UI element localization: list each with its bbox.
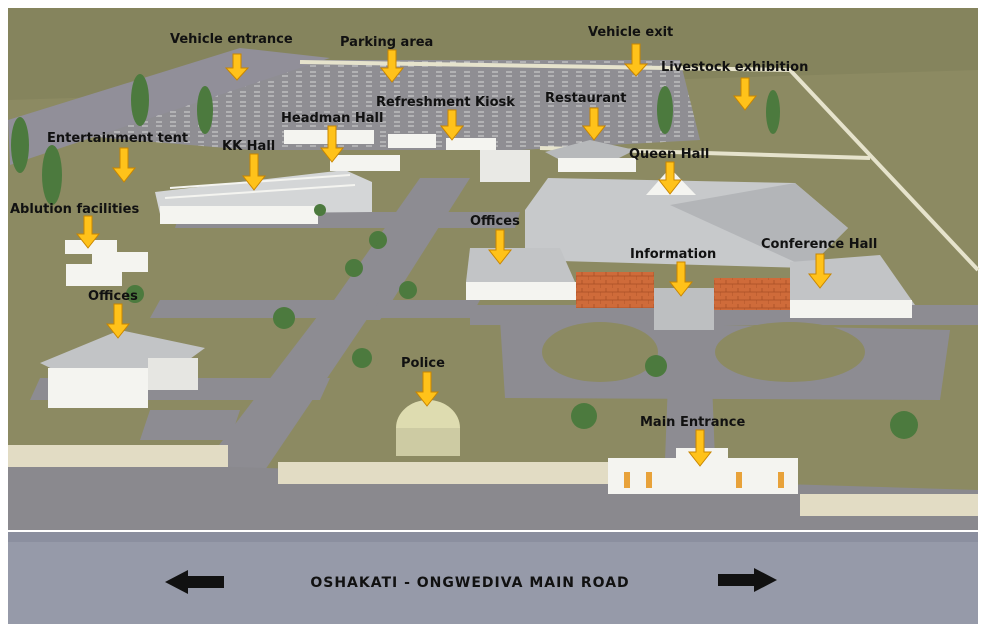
vehicle-entrance-road [8, 48, 330, 165]
main-road-shade [8, 532, 978, 542]
ablution-block-1 [65, 240, 117, 254]
marker-refreshment-kiosk [439, 109, 465, 141]
label-refreshment-kiosk: Refreshment Kiosk [376, 95, 515, 110]
main-entrance-door-4 [778, 472, 784, 488]
label-vehicle-entrance: Vehicle entrance [170, 32, 293, 47]
marker-livestock-exhibition [732, 77, 758, 111]
tree [197, 86, 213, 134]
restaurant-roof [545, 140, 635, 160]
main-entrance-building [608, 458, 798, 494]
lawn-right [715, 322, 865, 382]
lawn-left [542, 322, 658, 382]
label-kk-hall: KK Hall [222, 139, 275, 154]
tree [571, 403, 597, 429]
marker-kk-hall [241, 153, 267, 191]
tree [657, 86, 673, 134]
kk-hall-ridge-2 [164, 184, 356, 199]
marker-ablution-facilities [75, 215, 101, 249]
tree [11, 117, 29, 173]
main-road [8, 532, 978, 624]
marker-information [668, 261, 694, 297]
tree [131, 74, 149, 126]
offices-left-wing [148, 358, 198, 390]
markers [75, 43, 833, 467]
marker-offices-left [105, 303, 131, 339]
storage-building [480, 150, 530, 182]
path-office-west [140, 410, 240, 440]
marker-parking-area [379, 49, 405, 83]
tree [126, 285, 144, 303]
tree [42, 145, 62, 205]
tree [645, 355, 667, 377]
restaurant-wall [558, 158, 636, 172]
marker-vehicle-entrance [224, 53, 250, 81]
label-information: Information [630, 247, 716, 262]
marker-police [414, 371, 440, 407]
label-restaurant: Restaurant [545, 91, 626, 106]
offices-center-roof [466, 248, 575, 282]
offices-center-wall [466, 282, 576, 300]
road-name: OSHAKATI - ONGWEDIVA MAIN ROAD [310, 575, 629, 591]
tree [766, 90, 780, 134]
trees [11, 74, 918, 439]
marker-queen-hall [657, 161, 683, 195]
marker-restaurant [581, 107, 607, 141]
path-entrance [665, 330, 715, 460]
label-offices-left: Offices [88, 289, 138, 304]
tree [369, 231, 387, 249]
perimeter-wall-back [299, 60, 980, 272]
fence-middle [278, 462, 608, 484]
tree [314, 204, 326, 216]
fence-right [800, 494, 978, 516]
brick-wall-left [576, 272, 654, 308]
label-police: Police [401, 356, 445, 371]
offices-left-wall [48, 368, 148, 408]
refreshment-kiosk-2 [446, 138, 496, 150]
refreshment-kiosk [388, 134, 436, 148]
main-entrance-door-3 [736, 472, 742, 488]
tree [273, 307, 295, 329]
label-conference-hall: Conference Hall [761, 237, 877, 252]
tree [399, 281, 417, 299]
tree [345, 259, 363, 277]
arrow-right-icon [718, 568, 777, 592]
label-queen-hall: Queen Hall [629, 147, 709, 162]
police-base [396, 428, 460, 456]
label-ablution-facilities: Ablution facilities [10, 202, 139, 217]
marker-offices-center [487, 229, 513, 265]
tree [352, 348, 372, 368]
parking-area [10, 60, 700, 150]
queen-hall-roof-shade [670, 183, 848, 268]
arrow-left-icon [165, 570, 224, 594]
marker-main-entrance [687, 429, 713, 467]
path-roadside [8, 460, 978, 530]
fence-left [8, 445, 228, 467]
label-main-entrance: Main Entrance [640, 415, 745, 430]
labels: Vehicle entrance Parking area Vehicle ex… [10, 25, 877, 430]
path-south [150, 300, 480, 318]
label-entertainment-tent: Entertainment tent [47, 131, 188, 146]
label-livestock-exhibition: Livestock exhibition [661, 60, 808, 75]
marker-conference-hall [807, 253, 833, 289]
information-canopy [654, 288, 714, 330]
marker-vehicle-exit [623, 43, 649, 77]
conference-hall-wall [790, 300, 912, 318]
label-parking-area: Parking area [340, 35, 433, 50]
headman-hall-annex [330, 155, 400, 171]
label-offices-center: Offices [470, 214, 520, 229]
kk-hall-wall [160, 206, 318, 224]
brick-wall-right [714, 278, 790, 310]
label-headman-hall: Headman Hall [281, 111, 383, 126]
tree [890, 411, 918, 439]
ablution-block-3 [66, 264, 122, 286]
label-vehicle-exit: Vehicle exit [588, 25, 673, 40]
marker-headman-hall [319, 125, 345, 163]
main-entrance-door-2 [646, 472, 652, 488]
marker-entertainment-tent [111, 147, 137, 183]
main-entrance-door-1 [624, 472, 630, 488]
